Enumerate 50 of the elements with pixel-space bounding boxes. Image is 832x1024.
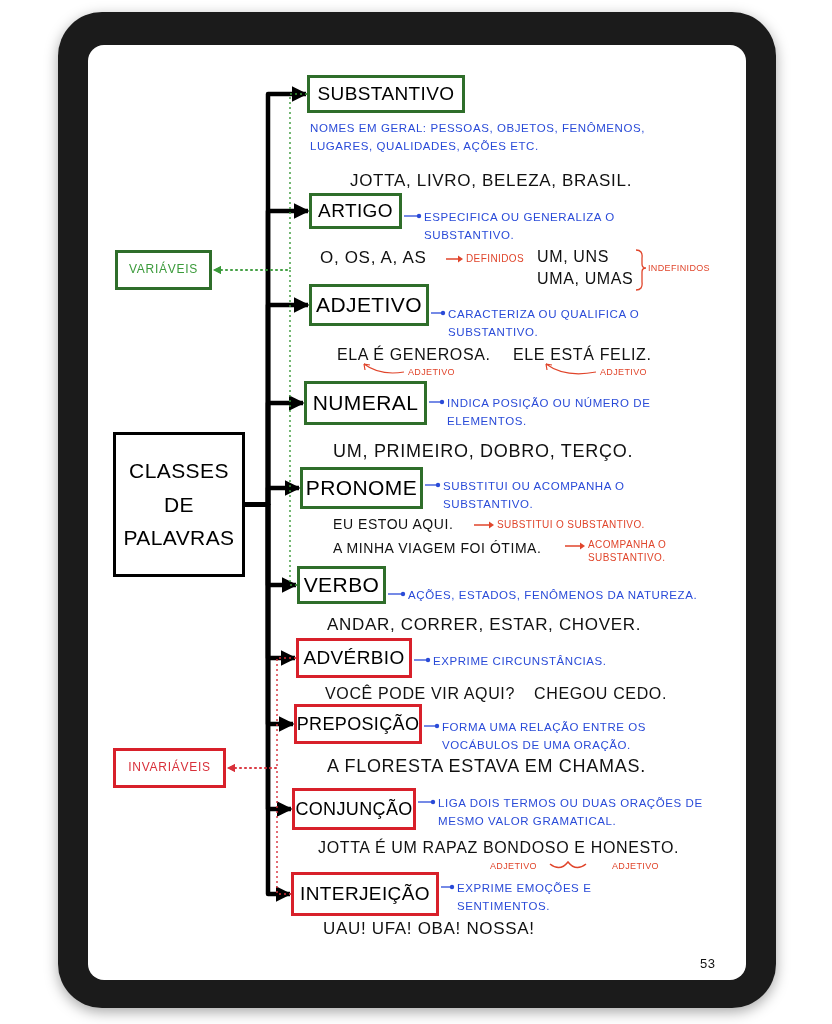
arrow [245, 502, 292, 902]
example-text: JOTTA, LIVRO, BELEZA, BRASIL. [350, 170, 633, 192]
dotted-connector [227, 764, 292, 895]
title-box: CLASSES DE PALAVRAS [113, 432, 245, 577]
category-box: PREPOSIÇÃO [294, 704, 422, 744]
description-text: SUBSTITUI OU ACOMPANHA O SUBSTANTIVO. [443, 479, 626, 512]
annotation-text: ADJETIVO [490, 861, 537, 873]
example-text: ELA É GENEROSA. [337, 345, 491, 365]
example-text: UAU! UFA! OBA! NOSSA! [323, 918, 535, 940]
example-text: CHEGOU CEDO. [534, 684, 668, 704]
description-text: CARACTERIZA OU QUALIFICA O SUBSTANTIVO. [448, 307, 641, 340]
category-box: SUBSTANTIVO [307, 75, 465, 113]
description-text: EXPRIME EMOÇÕES E SENTIMENTOS. [457, 881, 593, 914]
description-text: LIGA DOIS TERMOS OU DUAS ORAÇÕES DE MESMO VALOR GRAMATICAL. [438, 796, 704, 829]
example-text: O, OS, A, AS [320, 247, 427, 269]
annotation-text: ADJETIVO [612, 861, 659, 873]
category-box: PRONOME [300, 467, 423, 509]
example-text: A FLORESTA ESTAVA EM CHAMAS. [327, 755, 646, 778]
example-text: A MINHA VIAGEM FOI ÓTIMA. [333, 539, 542, 558]
category-box: ARTIGO [309, 193, 402, 229]
example-text: JOTTA É UM RAPAZ BONDOSO E HONESTO. [318, 838, 680, 858]
description-text: INDICA POSIÇÃO OU NÚMERO DE ELEMENTOS. [447, 396, 652, 429]
description-text: ESPECIFICA OU GENERALIZA O SUBSTANTIVO. [424, 210, 616, 243]
category-box: VARIÁVEIS [115, 250, 212, 290]
category-box: ADJETIVO [309, 284, 429, 326]
example-text: EU ESTOU AQUI. [333, 515, 454, 534]
page-number: 53 [700, 956, 716, 973]
example-text: UM, UNS [537, 247, 610, 267]
dotted-connector [213, 266, 298, 586]
annotation-text: ACOMPANHA O SUBSTANTIVO. [588, 538, 668, 564]
annotation-text: SUBSTITUI O SUBSTANTIVO. [497, 518, 645, 531]
annotation-text: ADJETIVO [408, 367, 455, 379]
category-box: INVARIÁVEIS [113, 748, 226, 788]
example-text: ELE ESTÁ FELIZ. [513, 345, 652, 365]
category-box: INTERJEIÇÃO [291, 872, 439, 916]
annotation-text: INDEFINIDOS [648, 263, 710, 275]
annotation-text: DEFINIDOS [466, 252, 525, 265]
example-text: UMA, UMAS [537, 269, 634, 289]
description-text: AÇÕES, ESTADOS, FENÔMENOS DA NATUREZA. [408, 588, 699, 603]
description-text: FORMA UMA RELAÇÃO ENTRE OS VOCÁBULOS DE UMA ORAÇÃO. [442, 720, 648, 753]
category-box: ADVÉRBIO [296, 638, 412, 678]
category-box: VERBO [297, 566, 386, 604]
category-box: NUMERAL [304, 381, 427, 425]
category-box: CONJUNÇÃO [292, 788, 416, 830]
description-text: EXPRIME CIRCUNSTÂNCIAS. [433, 654, 608, 669]
description-text: NOMES EM GERAL: PESSOAS, OBJETOS, FENÔMENOS, LUGARES, QUALIDADES, AÇÕES ETC. [310, 121, 646, 154]
example-text: UM, PRIMEIRO, DOBRO, TERÇO. [333, 440, 634, 463]
example-text: VOCÊ PODE VIR AQUI? [325, 684, 515, 704]
annotation-text: ADJETIVO [600, 367, 647, 379]
example-text: ANDAR, CORRER, ESTAR, CHOVER. [327, 614, 642, 636]
